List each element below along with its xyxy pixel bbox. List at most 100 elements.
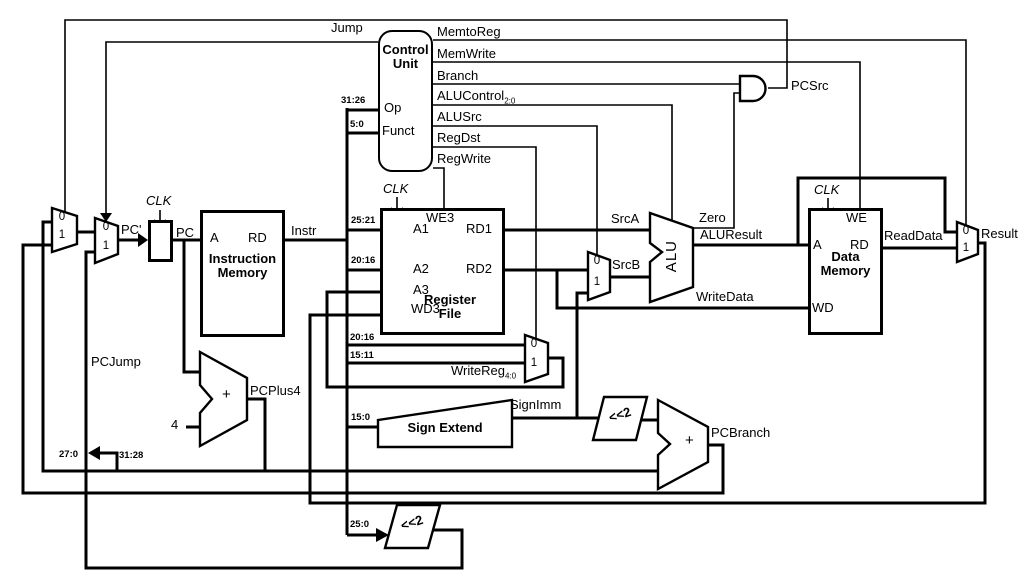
arrow-pcprime <box>138 233 148 247</box>
instruction-memory-box <box>200 210 285 337</box>
register-file-box <box>380 208 505 335</box>
label-plus-pcplus4: + <box>222 386 231 403</box>
port-a1: A1 <box>413 221 429 236</box>
wire-signimm-to-srcb <box>575 291 588 418</box>
label-writereg-sub: 4:0 <box>504 371 517 381</box>
label-alu: ALU <box>662 240 680 273</box>
label-regwrite: RegWrite <box>437 151 491 166</box>
sign-extend-title: Sign Extend <box>407 420 483 435</box>
label-zero: Zero <box>699 210 726 225</box>
wire-concat-3128 <box>100 451 119 471</box>
label-writereg: WriteReg4:0 <box>451 363 517 381</box>
port-rd2: RD2 <box>466 261 493 276</box>
slice-rd-wrmux: 15:11 <box>350 350 374 361</box>
wire-memwrite <box>433 61 861 208</box>
label-plus-pcbranch: + <box>685 432 694 449</box>
label-alucontrol-base: ALUControl <box>437 88 505 103</box>
mux-result-input1: 1 <box>962 242 970 254</box>
mux-srcb-input1: 1 <box>593 276 601 288</box>
port-imem-rd: RD <box>248 230 267 245</box>
port-a3: A3 <box>413 282 429 297</box>
slice-jump-low: 27:0 <box>59 449 79 460</box>
wire-alusrc <box>433 125 598 256</box>
label-writedata: WriteData <box>696 289 754 304</box>
pcbranch-adder-shape <box>656 397 710 492</box>
mux-jump <box>93 216 120 265</box>
wire-pcbranch <box>21 243 725 495</box>
data-memory-title: Data Memory <box>820 249 871 279</box>
slice-pc-high: 31:28 <box>119 450 144 461</box>
port-imem-a: A <box>210 230 219 245</box>
wire-jump <box>105 41 378 213</box>
register-file-title: Register File <box>423 292 477 322</box>
mux-result-input0: 0 <box>962 225 970 237</box>
label-alucontrol: ALUControl2:0 <box>437 88 516 106</box>
port-op: Op <box>384 100 402 115</box>
label-writereg-base: WriteReg <box>451 363 505 378</box>
sign-extend-shape <box>376 398 514 449</box>
instruction-memory-title: Instruction Memory <box>208 251 277 281</box>
slice-funct: 5:0 <box>350 119 364 130</box>
port-a2: A2 <box>413 261 429 276</box>
wire-result <box>308 241 987 505</box>
label-aluresult: ALUResult <box>700 227 763 242</box>
data-memory-box <box>808 208 883 335</box>
port-wd3: WD3 <box>411 301 440 316</box>
label-clk-regfile: CLK <box>383 181 409 196</box>
wire-aluresult-bypass <box>796 176 957 245</box>
and-gate <box>738 74 767 103</box>
label-four: 4 <box>171 417 179 432</box>
wire-writereg-return <box>325 290 565 389</box>
label-pcjump: PCJump <box>91 354 141 369</box>
slice-op: 31:26 <box>341 95 366 106</box>
pcplus4-adder-shape <box>198 349 249 449</box>
mux-branch-input0: 0 <box>58 211 66 223</box>
mux-jump-input0: 0 <box>102 221 110 233</box>
label-pcsrc: PCSrc <box>791 78 829 93</box>
mux-writereg <box>523 333 550 384</box>
shift2-jump-shape <box>383 503 442 550</box>
wire-regdst <box>433 146 537 340</box>
slice-rs: 25:21 <box>351 215 376 226</box>
label-signimm: SignImm <box>510 397 562 412</box>
label-pc: PC <box>176 225 195 240</box>
label-pcplus4: PCPlus4 <box>250 383 301 398</box>
label-srca: SrcA <box>611 211 640 226</box>
slice-rt-a2: 20:16 <box>351 255 376 266</box>
mux-branch <box>50 206 79 254</box>
label-clk-dmem: CLK <box>814 182 840 197</box>
wire-regwrite <box>433 167 445 208</box>
port-wd: WD <box>812 300 834 315</box>
label-clk-pc: CLK <box>146 193 172 208</box>
port-dmem-a: A <box>813 237 822 252</box>
slice-imm: 15:0 <box>351 412 371 423</box>
label-alucontrol-sub: 2:0 <box>504 96 516 106</box>
mux-srcb <box>586 250 612 302</box>
wire-alucontrol <box>433 104 673 221</box>
slice-jump: 25:0 <box>350 519 370 530</box>
port-we3: WE3 <box>426 210 455 225</box>
wire-memtoreg <box>433 39 967 226</box>
wire-pc-out <box>173 238 200 374</box>
mux-srcb-input0: 0 <box>593 255 601 267</box>
alu-shape <box>648 211 695 304</box>
port-we: WE <box>846 210 867 225</box>
port-rd1: RD1 <box>466 221 493 236</box>
label-pcbranch: PCBranch <box>711 425 771 440</box>
label-pc-next: PC' <box>121 222 142 237</box>
mux-jump-input1: 1 <box>102 240 110 252</box>
mux-writereg-input0: 0 <box>530 338 538 350</box>
label-regdst: RegDst <box>437 130 481 145</box>
control-unit-box <box>378 30 433 172</box>
pc-register-box <box>148 220 173 262</box>
label-memtoreg: MemtoReg <box>437 24 501 39</box>
arrow-jump-select <box>100 213 112 222</box>
slice-rt-wrmux: 20:16 <box>350 332 375 343</box>
mux-writereg-input1: 1 <box>530 357 538 369</box>
label-readdata: ReadData <box>884 228 943 243</box>
label-result: Result <box>981 226 1018 241</box>
label-instr: Instr <box>291 223 317 238</box>
shift2-branch-shape <box>591 395 649 442</box>
